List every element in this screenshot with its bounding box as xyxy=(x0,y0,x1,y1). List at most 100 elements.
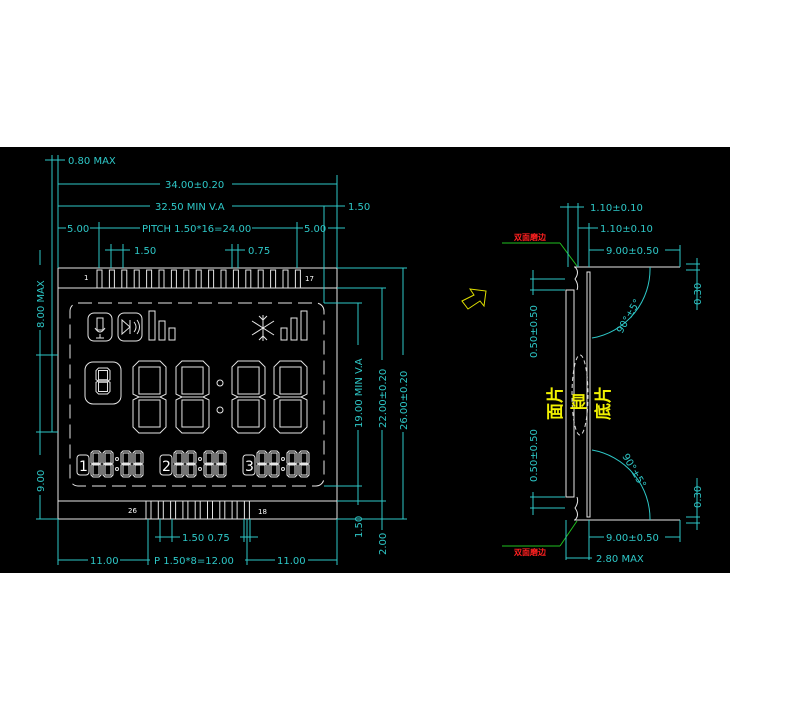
pin xyxy=(146,269,153,289)
pin xyxy=(220,269,227,289)
lcd-drawing-svg: 1 17 26 18 1 2 3 xyxy=(36,155,704,567)
colon-dot xyxy=(115,467,119,471)
edge-note-bottom: 双面磨边 xyxy=(514,547,547,557)
pin xyxy=(157,500,164,520)
dim-total-thickness: 2.80 MAX xyxy=(596,554,644,565)
colon-dot xyxy=(281,467,285,471)
pin xyxy=(121,269,128,289)
dim-left-offset: 5.00 xyxy=(67,224,89,235)
edge-note-top: 双面磨边 xyxy=(514,232,547,242)
lcd-side-view xyxy=(502,242,680,547)
seven-segment-digit xyxy=(256,450,268,478)
dim-left-height-bottom: 9.00 xyxy=(36,470,47,492)
seven-segment-digit xyxy=(215,450,227,478)
display-ellipse xyxy=(571,354,589,436)
dim-lead-thickness-bottom: 0.30 xyxy=(693,486,704,508)
dim-top-pitch: PITCH 1.50*16=24.00 xyxy=(142,224,251,235)
pin-label-17: 17 xyxy=(305,275,314,283)
front-glass-label: 面片 xyxy=(545,386,566,420)
dim-angle-top: 90°±5° xyxy=(615,298,643,336)
seven-segment-digit xyxy=(102,450,114,478)
pin xyxy=(133,269,140,289)
seven-segment-digit xyxy=(90,450,102,478)
colon-dot xyxy=(216,406,224,414)
colon-dot xyxy=(281,457,285,461)
side-dimension-lines xyxy=(530,203,700,560)
dim-va-width: 32.50 MIN V.A xyxy=(155,202,225,213)
seven-segment-digit xyxy=(175,360,210,434)
pin xyxy=(270,269,277,289)
colon-dot xyxy=(198,457,202,461)
pin-label-18: 18 xyxy=(258,508,267,516)
angle-arcs xyxy=(591,266,651,521)
dim-va-height: 19.00 MIN V.A xyxy=(354,358,365,428)
back-glass xyxy=(586,271,591,518)
dim-right-offset: 5.00 xyxy=(304,224,326,235)
pin-leads xyxy=(574,266,680,521)
pin xyxy=(96,269,103,289)
pin xyxy=(170,269,177,289)
bottom-pins xyxy=(145,500,250,520)
dim-left-height-top: 8.00 MAX xyxy=(36,280,47,328)
dim-lead-bottom: 9.00±0.50 xyxy=(606,533,659,544)
microphone-icon xyxy=(87,312,113,342)
pin-label-1: 1 xyxy=(84,274,88,282)
dim-thickness-2: 1.10±0.10 xyxy=(600,224,653,235)
pin xyxy=(182,500,189,520)
dim-right-margin: 1.50 xyxy=(348,202,370,213)
front-glass xyxy=(565,289,575,498)
seven-segment-digit xyxy=(95,367,111,395)
top-pins xyxy=(96,269,301,289)
dim-bottom-pitch: P 1.50*8=12.00 xyxy=(154,556,234,567)
seven-segment-digit xyxy=(185,450,197,478)
dim-height-total: 26.00±0.20 xyxy=(399,371,410,430)
dim-height-inner: 22.00±0.20 xyxy=(378,369,389,428)
pin xyxy=(245,269,252,289)
lcd-front-view: 1 17 26 18 1 2 3 xyxy=(51,267,338,520)
side-edge xyxy=(51,354,58,433)
pin xyxy=(207,500,213,520)
middle-label: 显 xyxy=(570,393,587,413)
pin xyxy=(257,269,264,289)
pin xyxy=(219,500,226,520)
pin xyxy=(282,269,289,289)
seven-segment-digit xyxy=(203,450,215,478)
timer-2-marker: 2 xyxy=(162,459,171,475)
snowflake-icon xyxy=(251,315,275,341)
pin xyxy=(183,269,190,289)
dim-thickness: 0.80 MAX xyxy=(68,156,116,167)
pin xyxy=(231,500,238,520)
seven-segment-digit xyxy=(132,450,144,478)
front-dimension-lines xyxy=(36,155,407,565)
segment-digits xyxy=(90,360,310,478)
dim-bottom-margin-1: 1.50 xyxy=(354,516,365,538)
pin xyxy=(195,269,202,289)
dim-angle-bottom: 90°±5° xyxy=(619,452,647,490)
pin xyxy=(232,269,239,289)
seven-segment-digit xyxy=(231,360,266,434)
timer-3-marker: 3 xyxy=(245,459,254,475)
dim-bottom-left: 11.00 xyxy=(90,556,119,567)
seven-segment-digit xyxy=(286,450,298,478)
dim-bottom-margin-2: 2.00 xyxy=(378,533,389,555)
side-dimension-labels: 1.10±0.10 1.10±0.10 9.00±0.50 9.00±0.50 … xyxy=(514,203,704,565)
pin xyxy=(108,269,115,289)
colon-dot xyxy=(115,457,119,461)
dim-bottom-right: 11.00 xyxy=(277,556,306,567)
dim-thickness-1: 1.10±0.10 xyxy=(590,203,643,214)
dim-offset-bottom: 0.50±0.50 xyxy=(529,429,540,482)
colon-dot xyxy=(216,379,224,387)
pin xyxy=(208,269,215,289)
dim-lead-top: 9.00±0.50 xyxy=(606,246,659,257)
pin-label-26: 26 xyxy=(128,507,137,515)
dim-offset-top: 0.50±0.50 xyxy=(529,305,540,358)
seven-segment-digit xyxy=(268,450,280,478)
dim-bottom-pins: 1.50 0.75 xyxy=(182,533,230,544)
colon-dot xyxy=(198,467,202,471)
seven-segment-digit xyxy=(132,360,167,434)
viewing-area xyxy=(69,302,325,487)
cad-drawing: 1 17 26 18 1 2 3 xyxy=(0,147,730,573)
speaker-icon xyxy=(117,312,143,342)
pin xyxy=(158,269,165,289)
dim-lead-thickness-top: 0.30 xyxy=(693,283,704,305)
